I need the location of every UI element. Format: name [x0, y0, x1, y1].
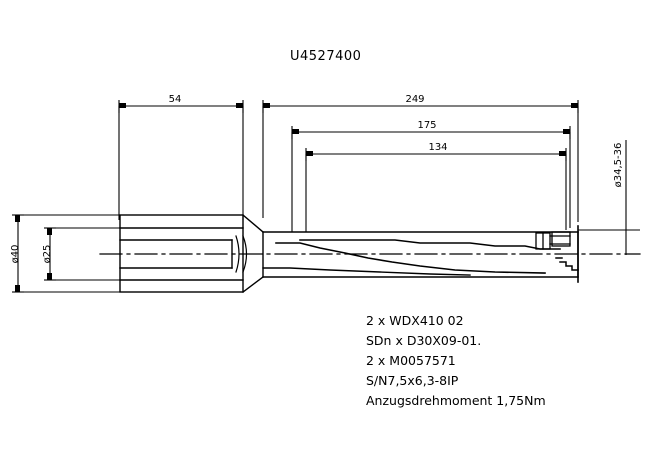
top-dimension-group — [118, 100, 579, 232]
specification-notes: 2 x WDX410 02 SDn x D30X09-01. 2 x M0057… — [366, 313, 546, 408]
right-dimension-group — [578, 140, 640, 255]
dim-label-cutting-diameter: ø34,5-36 — [613, 143, 624, 188]
part-number-title: U4527400 — [290, 49, 361, 64]
insert-pocket-detail — [535, 231, 571, 250]
flute-helix-upper — [299, 239, 561, 250]
dim-label-shank-outer-diameter: ø40 — [10, 245, 21, 264]
dim-label-shank-bore-diameter: ø25 — [42, 245, 53, 264]
note-line-4: S/N7,5x6,3-8IP — [366, 373, 459, 388]
left-dimension-group — [12, 214, 120, 293]
dim-label-flute-length: 134 — [428, 142, 447, 153]
note-line-2: SDn x D30X09-01. — [366, 333, 481, 348]
tool-geometry — [99, 214, 641, 293]
shank-to-body-cone — [242, 214, 264, 293]
note-line-5: Anzugsdrehmoment 1,75Nm — [366, 393, 546, 408]
drill-tip-corner — [555, 257, 579, 271]
note-line-1: 2 x WDX410 02 — [366, 313, 464, 328]
flute-helix-lower-2 — [262, 267, 471, 276]
flute-helix-lower — [275, 242, 546, 274]
note-line-3: 2 x M0057571 — [366, 353, 456, 368]
dim-label-shank-length: 54 — [169, 94, 182, 105]
dim-label-overall-length: 249 — [405, 94, 424, 105]
dim-label-body-length: 175 — [417, 120, 436, 131]
